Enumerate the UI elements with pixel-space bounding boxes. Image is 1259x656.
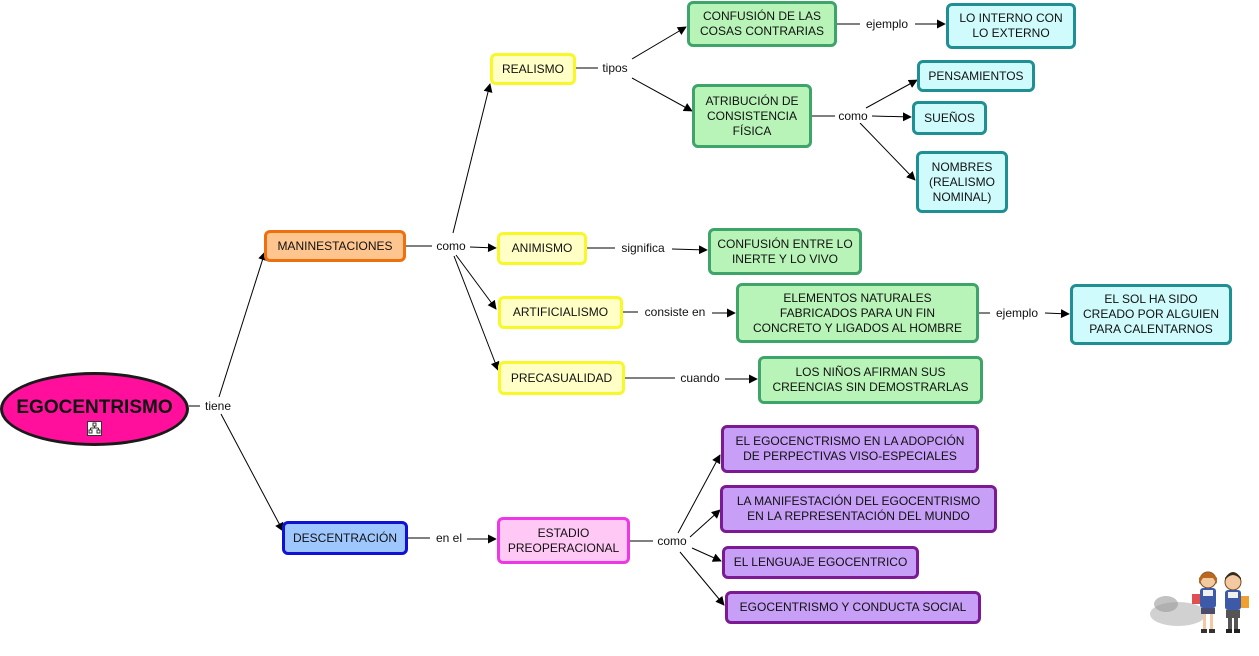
concept-pensamientos[interactable]: PENSAMIENTOS [917,60,1035,92]
concept-suenos[interactable]: SUEÑOS [912,101,987,135]
concept-representacion-mundo[interactable]: LA MANIFESTACIÓN DEL EGOCENTRISMO EN LA … [720,485,997,533]
link-label-tipos: tipos [600,61,630,75]
root-concept-label: EGOCENTRISMO [16,397,173,418]
concept-egocentrismo-conducta-social[interactable]: EGOCENTRISMO Y CONDUCTA SOCIAL [725,591,981,624]
concept-interno-externo[interactable]: LO INTERNO CON LO EXTERNO [946,3,1076,49]
link-label-como: como [434,239,468,253]
concept-confusion-inerte-vivo[interactable]: CONFUSIÓN ENTRE LO INERTE Y LO VIVO [708,228,862,275]
concept-artificialismo[interactable]: ARTIFICIALISMO [498,296,623,329]
concept-animismo[interactable]: ANIMISMO [497,232,587,265]
link-label-tiene: tiene [202,399,234,413]
concept-ninos-afirman-creencias[interactable]: LOS NIÑOS AFIRMAN SUS CREENCIAS SIN DEMO… [758,356,983,404]
concept-sol-creado[interactable]: EL SOL HA SIDO CREADO POR ALGUIEN PARA C… [1070,284,1232,345]
root-concept-egocentrismo[interactable]: EGOCENTRISMO [0,372,189,446]
link-label-significa: significa [619,241,667,255]
concept-descentracion[interactable]: DESCENTRACIÓN [282,521,408,555]
concept-estadio-preoperacional[interactable]: ESTADIO PREOPERACIONAL [497,517,630,564]
link-label-ejemplo: ejemplo [993,306,1041,320]
concept-map-icon[interactable] [87,421,102,436]
two-students-clipart [1150,571,1249,633]
concept-manifestaciones[interactable]: MANINESTACIONES [264,230,406,262]
link-label-consiste-en: consiste en [642,305,708,319]
concept-confusion-cosas-contrarias[interactable]: CONFUSIÓN DE LAS COSAS CONTRARIAS [687,1,837,47]
link-label-ejemplo: ejemplo [863,17,911,31]
concept-perspectivas-viso-espaciales[interactable]: EL EGOCENCTRISMO EN LA ADOPCIÓN DE PERPE… [721,425,979,473]
link-label-cuando: cuando [678,371,722,385]
link-label-como: como [655,534,689,548]
concept-elementos-naturales[interactable]: ELEMENTOS NATURALES FABRICADOS PARA UN F… [736,283,979,343]
link-label-como: como [836,109,870,123]
concept-realismo[interactable]: REALISMO [490,53,576,85]
concept-lenguaje-egocentrico[interactable]: EL LENGUAJE EGOCENTRICO [722,546,919,579]
concept-precasualidad[interactable]: PRECASUALIDAD [498,361,625,395]
concept-atribucion-consistencia-fisica[interactable]: ATRIBUCIÓN DE CONSISTENCIA FÍSICA [692,84,812,148]
concept-nombres-realismo-nominal[interactable]: NOMBRES (REALISMO NOMINAL) [916,151,1008,213]
link-label-en-el: en el [433,531,465,545]
